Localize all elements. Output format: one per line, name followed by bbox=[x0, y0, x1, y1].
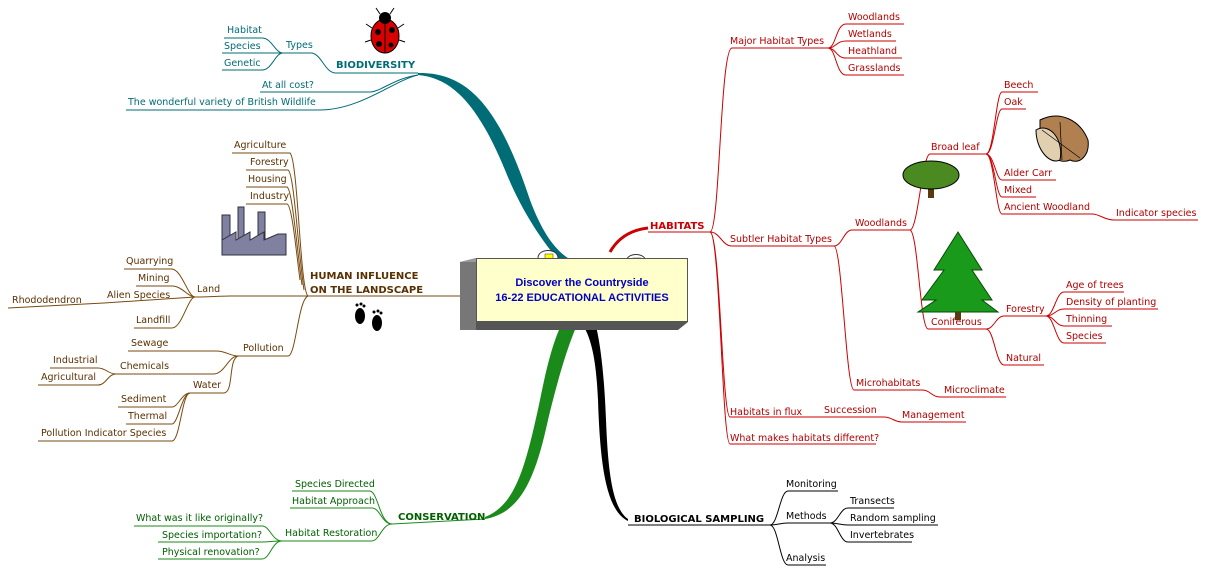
pollution-node[interactable]: Pollution bbox=[243, 343, 284, 354]
conifer-tree-icon bbox=[916, 231, 1000, 320]
sampling-branch bbox=[578, 318, 628, 521]
forestry-node[interactable]: Forestry bbox=[250, 157, 289, 168]
subtler-habitat-types-node[interactable]: Subtler Habitat Types bbox=[730, 234, 832, 245]
habitats-in-flux-node[interactable]: Habitats in flux bbox=[730, 407, 803, 418]
ladybird-icon bbox=[364, 7, 406, 54]
biodiversity-branch bbox=[418, 72, 575, 262]
footprints-icon bbox=[355, 302, 383, 331]
methods-node[interactable]: Methods bbox=[786, 511, 827, 522]
habitats-topic[interactable]: HABITATS bbox=[650, 221, 705, 232]
thinning-node[interactable]: Thinning bbox=[1066, 314, 1108, 325]
wetlands-node[interactable]: Wetlands bbox=[848, 29, 892, 40]
genetic-node[interactable]: Genetic bbox=[224, 58, 261, 69]
woodlands-node[interactable]: Woodlands bbox=[855, 218, 907, 229]
habitats-branch bbox=[608, 226, 649, 253]
species-node[interactable]: Species bbox=[224, 41, 261, 52]
habitat-node[interactable]: Habitat bbox=[227, 25, 262, 36]
forestry-species-node[interactable]: Species bbox=[1066, 331, 1103, 342]
natural-node[interactable]: Natural bbox=[1006, 353, 1042, 364]
human-influence-topic-line2[interactable]: ON THE LANDSCAPE bbox=[310, 285, 424, 296]
land-node[interactable]: Land bbox=[197, 284, 221, 295]
transects-node[interactable]: Transects bbox=[850, 496, 895, 507]
species-directed-node[interactable]: Species Directed bbox=[295, 479, 375, 490]
sewage-node[interactable]: Sewage bbox=[131, 338, 169, 349]
random-sampling-node[interactable]: Random sampling bbox=[850, 513, 936, 524]
industrial-node[interactable]: Industrial bbox=[53, 355, 98, 366]
housing-node[interactable]: Housing bbox=[248, 174, 287, 185]
habitats-different-node[interactable]: What makes habitats different? bbox=[730, 433, 880, 444]
habitat-restoration-node[interactable]: Habitat Restoration bbox=[285, 528, 378, 539]
leaves-icon bbox=[1035, 115, 1089, 162]
central-topic[interactable]: Discover the Countryside 16-22 EDUCATION… bbox=[476, 258, 688, 322]
pollution-indicator-node[interactable]: Pollution Indicator Species bbox=[41, 428, 167, 439]
microhabitats-node[interactable]: Microhabitats bbox=[856, 378, 921, 389]
central-topic-line2: 16-22 EDUCATIONAL ACTIVITIES bbox=[495, 292, 669, 304]
ancient-woodland-node[interactable]: Ancient Woodland bbox=[1004, 202, 1090, 213]
thermal-node[interactable]: Thermal bbox=[128, 411, 168, 422]
importation-node[interactable]: Species importation? bbox=[162, 530, 263, 541]
invertebrates-node[interactable]: Invertebrates bbox=[850, 530, 915, 541]
conservation-branch bbox=[485, 318, 580, 519]
originally-node[interactable]: What was it like originally? bbox=[136, 513, 264, 524]
oak-node[interactable]: Oak bbox=[1004, 97, 1023, 108]
major-woodlands-node[interactable]: Woodlands bbox=[848, 12, 900, 23]
types-node[interactable]: Types bbox=[286, 40, 313, 51]
central-topic-line1: Discover the Countryside bbox=[515, 277, 649, 289]
habitat-approach-node[interactable]: Habitat Approach bbox=[292, 496, 376, 507]
renovation-node[interactable]: Physical renovation? bbox=[162, 547, 260, 558]
management-node[interactable]: Management bbox=[902, 410, 965, 421]
biological-sampling-topic[interactable]: BIOLOGICAL SAMPLING bbox=[634, 514, 765, 525]
density-node[interactable]: Density of planting bbox=[1066, 297, 1157, 308]
industry-node[interactable]: Industry bbox=[250, 191, 290, 202]
major-habitat-types-node[interactable]: Major Habitat Types bbox=[730, 36, 825, 47]
microclimate-node[interactable]: Microclimate bbox=[944, 385, 1005, 396]
at-all-cost-node[interactable]: At all cost? bbox=[262, 80, 314, 91]
agriculture-node[interactable]: Agriculture bbox=[234, 140, 287, 151]
water-node[interactable]: Water bbox=[193, 380, 222, 391]
succession-node[interactable]: Succession bbox=[824, 405, 877, 416]
forestry-node[interactable]: Forestry bbox=[1006, 304, 1045, 315]
chemicals-node[interactable]: Chemicals bbox=[120, 361, 170, 372]
grasslands-node[interactable]: Grasslands bbox=[848, 63, 901, 74]
mixed-node[interactable]: Mixed bbox=[1004, 185, 1033, 196]
quarrying-node[interactable]: Quarrying bbox=[126, 256, 174, 267]
alien-species-node[interactable]: Alien Species bbox=[107, 290, 171, 301]
heathland-node[interactable]: Heathland bbox=[848, 46, 898, 57]
rhododendron-node[interactable]: Rhododendron bbox=[12, 295, 82, 306]
mining-node[interactable]: Mining bbox=[138, 273, 170, 284]
agricultural-node[interactable]: Agricultural bbox=[41, 372, 97, 383]
landfill-node[interactable]: Landfill bbox=[136, 315, 171, 326]
alder-carr-node[interactable]: Alder Carr bbox=[1004, 168, 1053, 179]
beech-node[interactable]: Beech bbox=[1004, 80, 1034, 91]
broad-leaf-node[interactable]: Broad leaf bbox=[931, 142, 980, 153]
human-influence-topic-line1[interactable]: HUMAN INFLUENCE bbox=[310, 271, 419, 282]
broadleaf-tree-icon bbox=[902, 160, 960, 198]
indicator-species-node[interactable]: Indicator species bbox=[1116, 208, 1197, 219]
biodiversity-topic[interactable]: BIODIVERSITY bbox=[336, 60, 416, 71]
factory-icon bbox=[221, 206, 287, 256]
monitoring-node[interactable]: Monitoring bbox=[786, 479, 837, 490]
age-of-trees-node[interactable]: Age of trees bbox=[1066, 280, 1124, 291]
analysis-node[interactable]: Analysis bbox=[786, 553, 826, 564]
variety-node[interactable]: The wonderful variety of British Wildlif… bbox=[128, 97, 316, 108]
sediment-node[interactable]: Sediment bbox=[121, 394, 167, 405]
coniferous-node[interactable]: Coniferous bbox=[931, 317, 982, 328]
conservation-topic[interactable]: CONSERVATION bbox=[398, 512, 486, 523]
